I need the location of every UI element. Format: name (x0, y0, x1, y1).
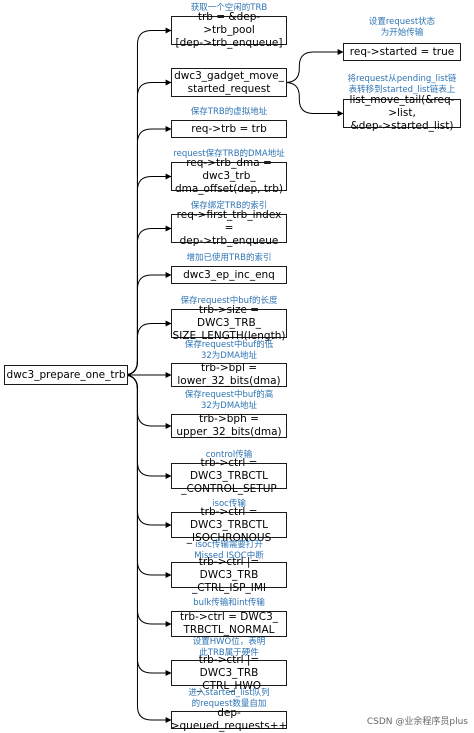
edge-n2-s1 (285, 49, 344, 83)
node-n9: trb->bph = upper_32_bits(dma) (171, 413, 287, 438)
annotation-n6: 增加已使用TRB的索引 (186, 253, 272, 263)
annotation-n13: bulk传输和int传输 (193, 598, 265, 608)
annotation-n15: 进入started_list队列 的request数量自加 (188, 688, 270, 709)
annotation-n8: 保存request中buf的低 32为DMA地址 (184, 340, 274, 361)
annotation-n1: 获取一个空闲的TRB (190, 3, 268, 13)
node-n2: dwc3_gadget_move_ started_request (171, 68, 287, 97)
node-n15: dep->queued_requests++ (170, 707, 288, 732)
edge-root-n3 (123, 126, 172, 376)
node-n6: dwc3_ep_inc_enq (171, 266, 287, 284)
node-n1: trb = &dep->trb_pool [dep->trb_enqueue] (171, 11, 287, 49)
node-n4: req->trb_dma = dwc3_trb_ dma_offset(dep,… (171, 157, 287, 195)
node-n13: trb->ctrl = DWC3_ TRBCTL_NORMAL (171, 611, 287, 637)
edge-root-n12 (123, 374, 172, 578)
annotation-s2: 将request从pending_list链 表转移到started_list链… (347, 74, 457, 95)
annotation-n3: 保存TRB的虚拟地址 (190, 107, 268, 117)
edge-root-n6 (123, 272, 172, 376)
node-n5: req->first_trb_index = dep->trb_enqueue (171, 209, 287, 247)
node-n10: trb->ctrl = DWC3_TRBCTL _CONTROL_SETUP (171, 457, 287, 495)
annotation-n12: isoc传输需要打开 Missed ISOC中断 (194, 540, 264, 561)
node-n11: trb->ctrl = DWC3_TRBCTL _ISOCHRONOUS (171, 506, 287, 544)
node-n8: trb->bpl = lower_32_bits(dma) (171, 362, 287, 387)
edge-root-n11 (123, 374, 172, 528)
node-n7: trb->size = DWC3_TRB_ SIZE_LENGTH(length… (171, 304, 287, 342)
node-s2: list_move_tail(&req->list, &dep->started… (343, 94, 461, 132)
edge-root-n9 (123, 374, 172, 429)
annotation-n4: request保存TRB的DMA地址 (173, 149, 285, 159)
node-root: dwc3_prepare_one_trb (4, 365, 128, 385)
edge-n2-s2 (285, 82, 344, 117)
annotation-s1: 设置request状态 为开始传输 (368, 17, 436, 38)
watermark: CSDN @业余程序员plus (366, 717, 468, 727)
edge-root-n13 (123, 374, 172, 627)
edge-root-n7 (123, 320, 172, 376)
annotation-n10: control传输 (205, 450, 253, 460)
node-n3: req->trb = trb (171, 120, 287, 138)
node-s1: req->started = true (343, 43, 461, 61)
edge-root-n14 (123, 374, 172, 676)
node-n14: trb->ctrl |= DWC3_TRB _CTRL_HWO (171, 654, 287, 692)
edge-root-n15 (123, 374, 172, 723)
edge-root-n5 (123, 225, 172, 376)
annotation-n11: isoc传输 (212, 499, 246, 509)
node-n12: trb->ctrl |= DWC3_TRB _CTRL_ISP_IMI (171, 556, 287, 594)
annotation-n14: 设置HWO位，表明 此TRB属于硬件 (192, 637, 266, 658)
annotation-n7: 保存request中buf的长度 (180, 296, 278, 306)
annotation-n5: 保存绑定TRB的索引 (190, 201, 268, 211)
annotation-n9: 保存request中buf的高 32为DMA地址 (184, 390, 274, 411)
